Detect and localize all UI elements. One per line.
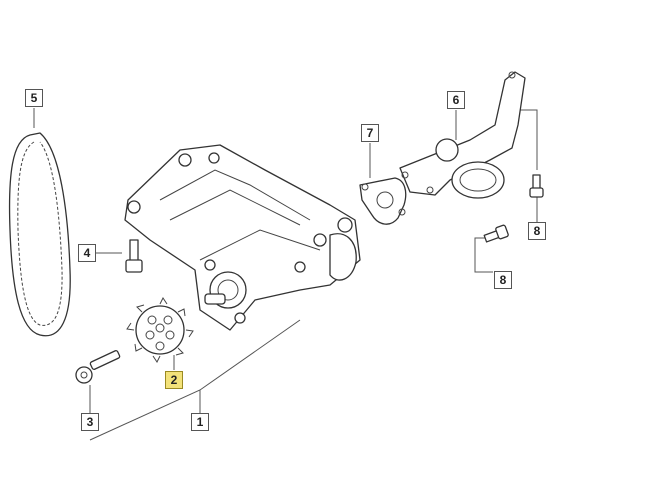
gasket (359, 177, 407, 225)
bolts-8 (483, 174, 544, 243)
callout-7[interactable]: 7 (361, 124, 379, 142)
callout-8-lower[interactable]: 8 (494, 271, 512, 289)
leader-lines (33, 108, 538, 441)
pump-sprocket (126, 297, 194, 363)
mounting-bolt-4 (125, 239, 143, 273)
callout-5[interactable]: 5 (25, 89, 43, 107)
callout-4[interactable]: 4 (78, 244, 96, 262)
oil-suction-pipe (399, 71, 526, 199)
callout-8-upper[interactable]: 8 (528, 222, 546, 240)
callout-3[interactable]: 3 (81, 413, 99, 431)
oil-pump-housing (124, 144, 361, 331)
timing-chain (8, 132, 71, 337)
callout-1[interactable]: 1 (191, 413, 209, 431)
callout-6[interactable]: 6 (447, 91, 465, 109)
callout-2-highlighted[interactable]: 2 (165, 371, 183, 389)
sprocket-bolt (75, 350, 121, 384)
